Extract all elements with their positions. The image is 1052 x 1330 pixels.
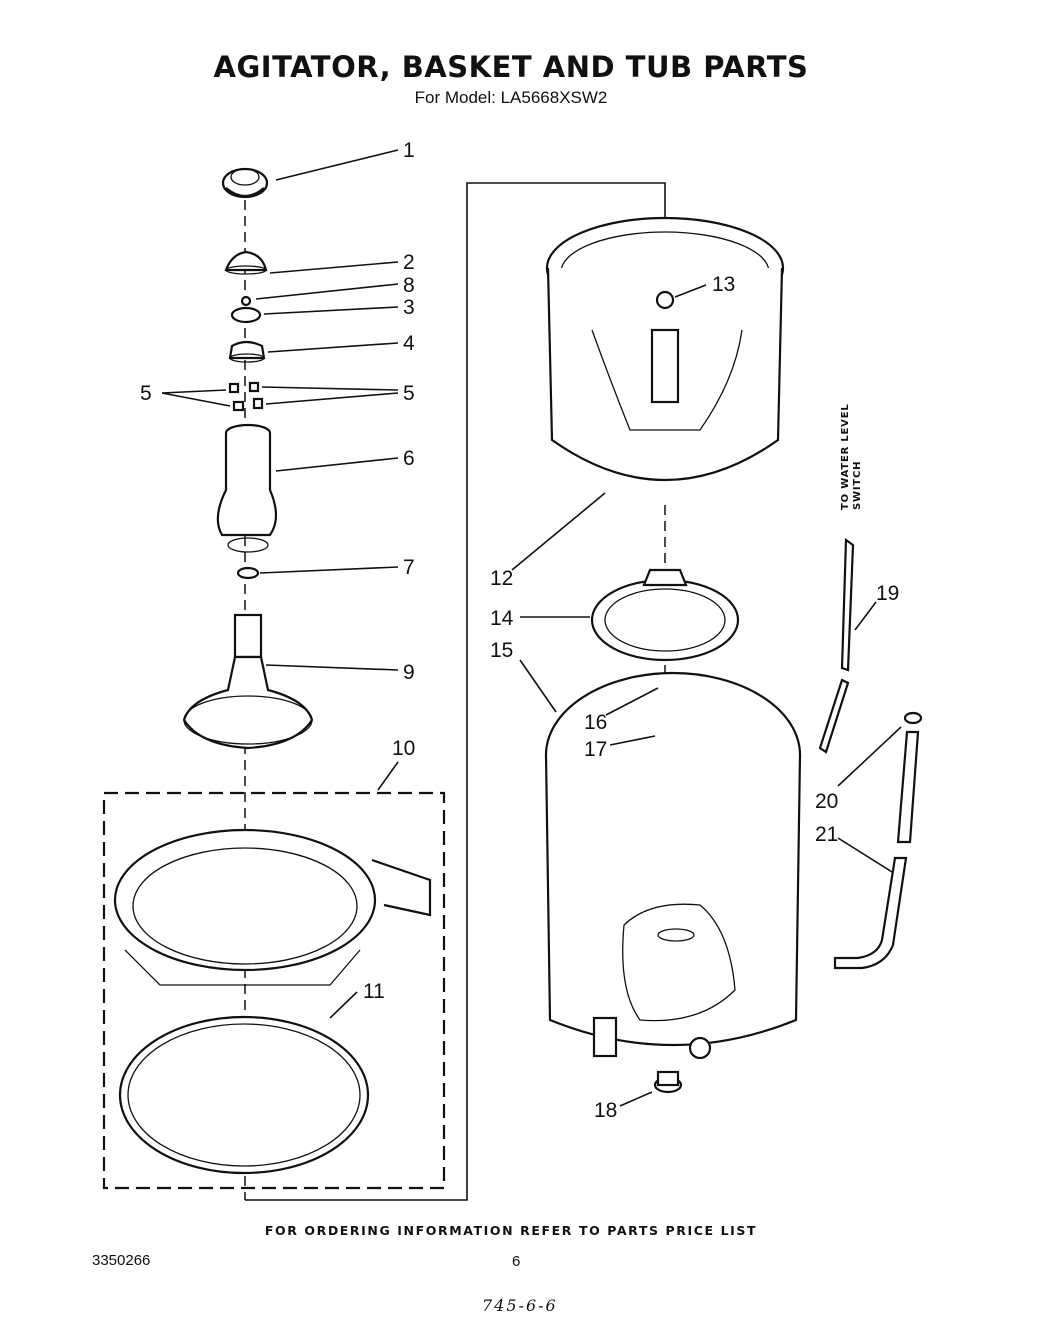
document-number: 3350266 bbox=[92, 1252, 151, 1269]
leader-17 bbox=[609, 735, 656, 746]
leader-15 bbox=[519, 659, 557, 713]
leader-1 bbox=[275, 149, 399, 181]
part-label-12: 12 bbox=[490, 567, 513, 590]
part-12-basket bbox=[545, 216, 785, 481]
part-6-agitator-barrel bbox=[216, 423, 278, 553]
part-label-5-left: 5 bbox=[140, 382, 152, 405]
part-11-seal-ring bbox=[118, 1015, 370, 1175]
leader-7 bbox=[259, 566, 399, 574]
part-label-15: 15 bbox=[490, 639, 513, 662]
part-20-clamp bbox=[903, 711, 923, 725]
leader-19 bbox=[854, 601, 877, 631]
leader-5b-top bbox=[261, 386, 399, 391]
part-label-6: 6 bbox=[403, 447, 415, 470]
part-label-13: 13 bbox=[712, 273, 735, 296]
leader-6 bbox=[275, 457, 399, 472]
page-title: AGITATOR, BASKET AND TUB PARTS bbox=[213, 50, 809, 84]
part-3-retainer bbox=[230, 306, 262, 324]
part-label-8: 8 bbox=[403, 274, 415, 297]
ordering-info-note: FOR ORDERING INFORMATION REFER TO PARTS … bbox=[264, 1223, 758, 1238]
part-label-1: 1 bbox=[403, 139, 415, 162]
leader-10 bbox=[377, 761, 399, 791]
leader-5a-bottom bbox=[161, 392, 231, 407]
leader-16 bbox=[605, 687, 659, 716]
leader-5b-bottom bbox=[265, 392, 399, 405]
leader-2 bbox=[269, 261, 399, 274]
part-label-10: 10 bbox=[392, 737, 415, 760]
leader-20 bbox=[837, 726, 902, 787]
part-7-seal bbox=[236, 566, 260, 580]
leader-3 bbox=[263, 306, 399, 315]
part-1-agitator-cap bbox=[221, 167, 269, 199]
part-4-drive-block bbox=[228, 340, 266, 363]
model-subtitle: For Model: LA5668XSW2 bbox=[414, 88, 608, 107]
part-label-2: 2 bbox=[403, 251, 415, 274]
water-level-note-line2: SWITCH bbox=[852, 461, 863, 510]
part-label-18: 18 bbox=[594, 1099, 617, 1122]
water-level-switch-note: TO WATER LEVEL SWITCH bbox=[840, 403, 863, 510]
part-13-nut bbox=[655, 290, 675, 310]
part-label-17: 17 bbox=[584, 738, 607, 761]
part-21-tub-hose bbox=[833, 730, 920, 970]
leader-5a-top bbox=[161, 389, 227, 394]
part-label-16: 16 bbox=[584, 711, 607, 734]
water-level-note-line1: TO WATER LEVEL bbox=[840, 403, 851, 510]
part-10-basket-group-frame bbox=[102, 791, 446, 1190]
leader-11 bbox=[329, 991, 358, 1019]
leader-8 bbox=[255, 283, 399, 300]
part-10-basket-ring bbox=[113, 828, 432, 986]
part-19-water-level-hose bbox=[818, 537, 855, 754]
part-label-11: 11 bbox=[363, 980, 385, 1003]
part-2-cam bbox=[224, 250, 268, 275]
part-8-washer bbox=[240, 295, 252, 307]
part-label-4: 4 bbox=[403, 332, 415, 355]
leader-9 bbox=[265, 664, 399, 671]
leader-4 bbox=[267, 342, 399, 353]
part-14-drive-hub bbox=[590, 568, 740, 662]
leader-18 bbox=[619, 1091, 653, 1107]
part-18-drain-plug bbox=[653, 1070, 683, 1094]
part-9-agitator-base bbox=[182, 613, 314, 750]
handwritten-note: 745-6-6 bbox=[482, 1296, 558, 1315]
part-label-20: 20 bbox=[815, 790, 838, 813]
leader-21 bbox=[837, 837, 893, 873]
page-number: 6 bbox=[512, 1253, 521, 1270]
part-label-5-right: 5 bbox=[403, 382, 415, 405]
assembly-connector-line bbox=[245, 182, 666, 1201]
part-label-14: 14 bbox=[490, 607, 514, 630]
leader-12 bbox=[511, 492, 606, 571]
part-5-dogs bbox=[228, 381, 264, 412]
part-label-19: 19 bbox=[876, 582, 899, 605]
part-label-21: 21 bbox=[815, 823, 838, 846]
leader-13 bbox=[674, 284, 707, 298]
part-label-9: 9 bbox=[403, 661, 415, 684]
part-label-3: 3 bbox=[403, 296, 415, 319]
part-label-7: 7 bbox=[403, 556, 415, 579]
